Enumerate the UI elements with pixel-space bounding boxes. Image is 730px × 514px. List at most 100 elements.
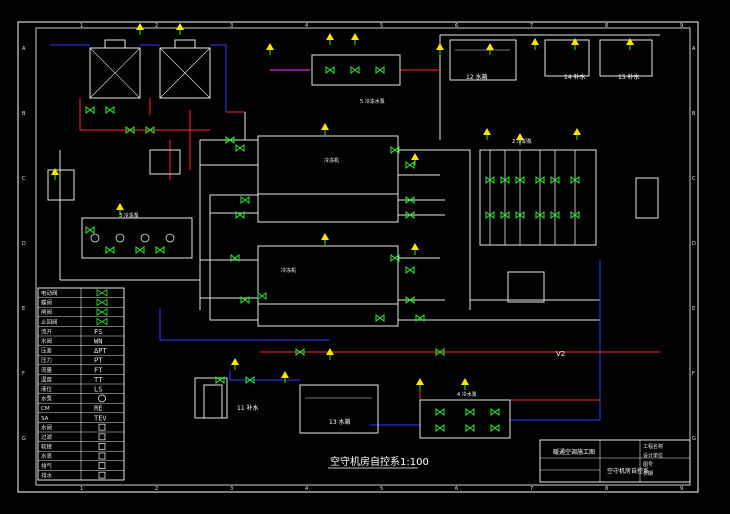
valve-18	[215, 376, 225, 384]
pump-group-5-label: 5 冷冻水泵	[360, 98, 385, 105]
valve-12	[405, 266, 415, 274]
legend-row-name-7: 压力	[41, 356, 52, 364]
sensor-12	[411, 153, 419, 160]
sensor-9	[626, 38, 634, 45]
legend-row-name-1: 蝶阀	[41, 299, 52, 307]
sensor-22	[231, 358, 239, 365]
pump2-aux-tank	[507, 271, 545, 303]
border-top-2: 3	[230, 23, 233, 29]
legend-row-name-9: 温度	[41, 375, 53, 383]
sensor-14	[483, 128, 491, 135]
pump2-valve-b-0	[485, 211, 495, 219]
legend-symbol-8: FT	[94, 366, 103, 374]
drawing-title: 空守机房自控系1:100	[330, 455, 429, 468]
tank-11-label: 11 补水	[237, 404, 259, 412]
legend-symbol-11	[98, 394, 106, 403]
sensor-6	[486, 43, 494, 50]
legend-row-name-11: 水泵	[41, 395, 53, 403]
legend-symbol-0	[96, 289, 108, 297]
chiller-lower-condenser	[257, 303, 399, 327]
pump-group-4-label: 4 冷水泵	[457, 391, 477, 398]
valve-25	[105, 246, 115, 254]
sensor-11	[321, 233, 329, 240]
pump2-valve-b-4	[550, 211, 560, 219]
valve-15	[375, 314, 385, 322]
pump2-valve-b-1	[500, 211, 510, 219]
sensor-19	[326, 348, 334, 355]
border-bottom-6: 7	[530, 486, 533, 492]
sensor-18	[116, 203, 124, 210]
pump-group-3-frame	[81, 217, 193, 259]
border-top-3: 4	[305, 23, 308, 29]
pump2-valve-b-3	[535, 211, 545, 219]
valve-24	[85, 226, 95, 234]
title-block-cell-3: 日期	[643, 471, 653, 477]
pump-group-2-label: 2 冷却泵	[512, 138, 532, 145]
valve-11	[390, 254, 400, 262]
legend-row-name-15: 过滤	[41, 433, 53, 441]
border-left-1: B	[22, 111, 26, 117]
sensor-1	[176, 23, 184, 30]
tank-14-label: 14 补水	[564, 73, 586, 81]
cooling-tower-fan-1	[104, 39, 126, 49]
sensor-5	[436, 43, 444, 50]
chiller-lower-label: 冷冻机	[281, 267, 296, 274]
border-top-7: 8	[605, 23, 608, 29]
pump2-side-unit	[635, 177, 659, 219]
border-bottom-2: 3	[230, 486, 233, 492]
main-header-label: V2	[556, 350, 565, 358]
valve-22	[125, 126, 135, 134]
border-bottom-8: 9	[680, 486, 683, 492]
pump5-valve-2	[375, 66, 385, 74]
border-bottom-0: 1	[80, 486, 83, 492]
blue-pump4-return	[510, 352, 601, 421]
legend-symbol-6: ΔPT	[94, 347, 107, 355]
legend-symbol-17	[98, 452, 106, 460]
tank-12	[449, 39, 517, 81]
legend-symbol-15	[98, 433, 106, 441]
pump-group-5-frame	[311, 54, 401, 86]
pump2-valve-b-5	[570, 211, 580, 219]
valve-7	[390, 146, 400, 154]
title-block-cell-2: 图号	[643, 462, 653, 468]
sensor-3	[326, 33, 334, 40]
valve-layer	[51, 23, 634, 432]
pump3-unit-1	[115, 233, 125, 243]
border-left-5: F	[22, 371, 25, 377]
legend-row-name-0: 电动阀	[41, 289, 58, 297]
return-branch	[469, 299, 600, 310]
tower-return-blue	[210, 44, 227, 112]
pump4-valve-a-0	[435, 408, 445, 416]
pump3-unit-2	[140, 233, 150, 243]
pump2-valve-b-2	[515, 211, 525, 219]
legend-symbol-3	[96, 317, 108, 326]
legend-row-name-5: 水阀	[41, 337, 52, 345]
pump-group-3-label: 3 冷冻泵	[119, 212, 139, 219]
border-top-6: 7	[530, 23, 533, 29]
pump2-valve-a-2	[515, 176, 525, 184]
legend-row-name-19: 排水	[41, 471, 53, 479]
border-bottom-5: 6	[455, 486, 458, 492]
inner-frame	[35, 27, 691, 486]
valve-23	[145, 126, 155, 134]
cooling-tower-fan-2	[174, 39, 196, 49]
pump4-valve-a-2	[490, 408, 500, 416]
border-top-4: 5	[380, 23, 383, 29]
valve-4	[230, 254, 240, 262]
legend-row-name-12: CM	[41, 406, 50, 412]
sensor-10	[321, 123, 329, 130]
chiller-upper-label: 冷冻机	[324, 157, 339, 164]
legend-symbol-12: RE	[94, 405, 102, 413]
supply-riser-left-2	[209, 195, 258, 321]
left-unit-b	[149, 149, 181, 175]
border-left-2: C	[22, 176, 26, 182]
pump2-valve-a-5	[570, 176, 580, 184]
valve-20	[85, 106, 95, 114]
border-left-6: G	[22, 436, 26, 442]
sensor-2	[266, 43, 274, 50]
pump5-valve-0	[325, 66, 335, 74]
legend-row-name-6: 压差	[41, 347, 53, 355]
